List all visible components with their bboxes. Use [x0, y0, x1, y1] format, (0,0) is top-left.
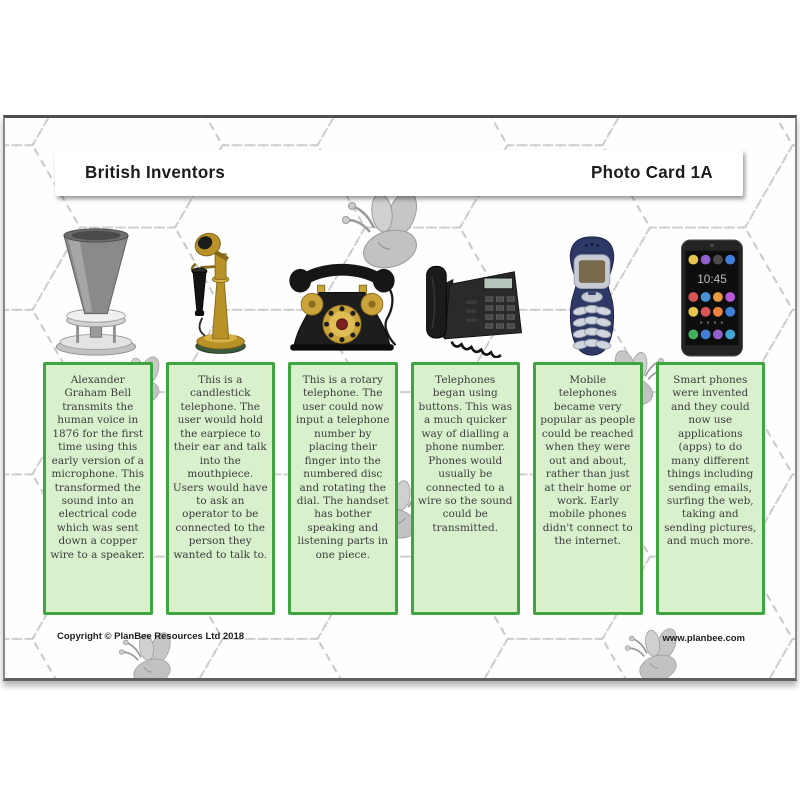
- description-box-mobile-phone: Mobile telephones became very popular as…: [533, 362, 643, 615]
- photo-cell-rotary-telephone: [283, 218, 401, 358]
- push-button-telephone-photo: [425, 265, 522, 358]
- description-box-rotary-telephone: This is a rotary telephone. The user cou…: [288, 362, 398, 615]
- website-text: www.planbee.com: [662, 633, 745, 644]
- header-bar: British Inventors Photo Card 1A: [55, 150, 743, 196]
- description-box-candlestick-telephone: This is a candlestick telephone. The use…: [165, 362, 275, 615]
- smartphone-clock: 10:45: [697, 272, 727, 286]
- page-title: British Inventors: [85, 162, 226, 183]
- description-row: Alexander Graham Bell transmits the huma…: [43, 362, 765, 615]
- card-number-label: Photo Card 1A: [591, 162, 713, 183]
- photo-cell-push-button-telephone: [414, 218, 526, 358]
- copyright-text: Copyright © PlanBee Resources Ltd 2018: [57, 631, 245, 642]
- photo-cell-candlestick-telephone: [163, 218, 270, 358]
- description-box-smartphone: Smart phones were invented and they coul…: [655, 362, 765, 615]
- photo-cell-mobile-phone: [539, 218, 646, 358]
- description-box-push-button-telephone: Telephones began using buttons. This was…: [410, 362, 520, 615]
- photo-row: 10:45: [43, 218, 765, 358]
- smartphone-photo: 10:45: [680, 239, 743, 357]
- photo-cell-early-microphone: [43, 218, 150, 358]
- rotary-telephone-photo: [288, 263, 396, 351]
- early-microphone-photo: [56, 228, 137, 356]
- description-box-early-microphone: Alexander Graham Bell transmits the huma…: [43, 362, 153, 615]
- photo-card-sheet: British Inventors Photo Card 1A: [3, 115, 797, 681]
- candlestick-telephone-photo: [190, 232, 246, 354]
- photo-cell-smartphone: 10:45: [658, 218, 765, 358]
- mobile-phone-photo: [569, 236, 614, 356]
